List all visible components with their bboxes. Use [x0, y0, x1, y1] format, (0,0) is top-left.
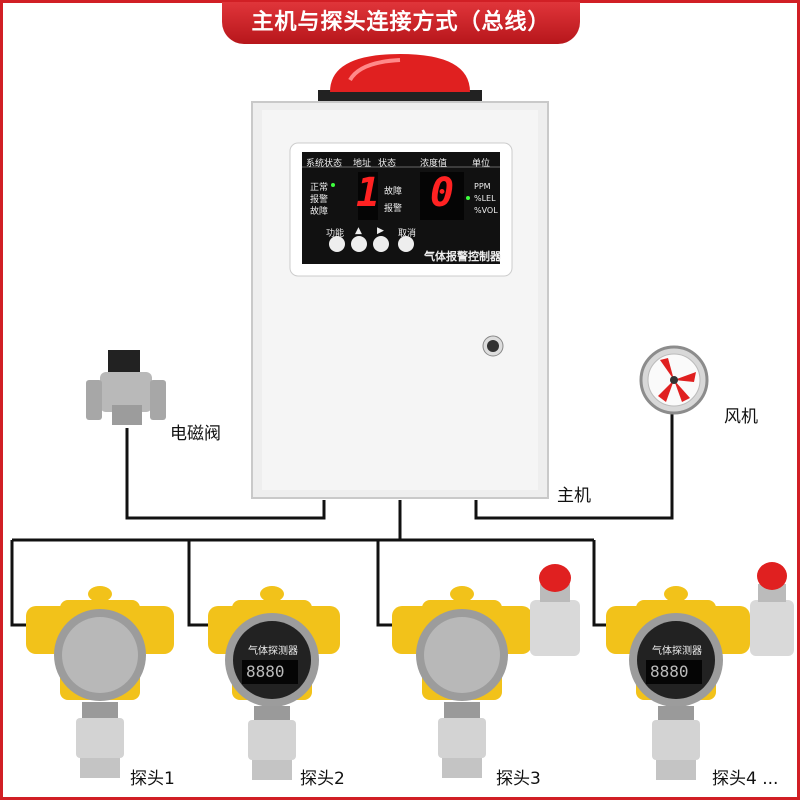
host-label: 主机 — [557, 486, 591, 506]
unit-ppm: PPM — [474, 182, 491, 191]
title-banner: 主机与探头连接方式（总线） — [222, 2, 580, 44]
state-alarm: 报警 — [384, 204, 403, 214]
probe-1-icon — [26, 586, 174, 778]
panel-header-state: 状态 — [378, 159, 397, 169]
probe-4-digits: 8880 — [650, 662, 689, 681]
unit-lel: %LEL — [474, 194, 496, 203]
probe-4-label: 探头4 ... — [712, 769, 779, 789]
probe-1-label: 探头1 — [130, 769, 175, 789]
valve-label: 电磁阀 — [170, 424, 221, 444]
status-normal: 正常 — [310, 183, 329, 193]
status-alarm: 报警 — [310, 195, 329, 205]
btn-label-right: ▶ — [377, 226, 384, 236]
probe-2-label: 探头2 — [300, 769, 345, 789]
panel-header-system-status: 系统状态 — [306, 159, 343, 169]
panel-header-unit: 单位 — [472, 159, 491, 169]
status-fault: 故障 — [310, 207, 329, 217]
unit-vol: %VOL — [474, 206, 498, 215]
probe-4-title: 气体探测器 — [652, 646, 702, 657]
address-display: 1 — [356, 170, 381, 216]
controller-cabinet — [251, 101, 549, 499]
probe-2-title: 气体探测器 — [248, 646, 298, 657]
probe-2-digits: 8880 — [246, 662, 285, 681]
probe-2-icon — [208, 586, 340, 780]
value-display: 0 — [430, 170, 455, 216]
panel-header-concentration: 浓度值 — [420, 159, 448, 169]
fan-icon — [639, 345, 709, 415]
btn-label-cancel: 取消 — [398, 229, 417, 239]
probe-3-icon — [392, 564, 580, 778]
solenoid-valve-icon — [86, 350, 166, 425]
bus-wires — [10, 410, 674, 627]
controller-model-label: 气体报警控制器 — [424, 250, 501, 263]
probe-3-label: 探头3 — [496, 769, 541, 789]
btn-label-function: 功能 — [326, 229, 345, 239]
probe-4-icon — [606, 562, 794, 780]
alarm-light-icon — [318, 54, 482, 104]
btn-label-up: ▲ — [355, 226, 362, 236]
state-fault: 故障 — [384, 187, 403, 197]
fan-label: 风机 — [724, 407, 758, 427]
panel-header-address: 地址 — [353, 159, 372, 169]
